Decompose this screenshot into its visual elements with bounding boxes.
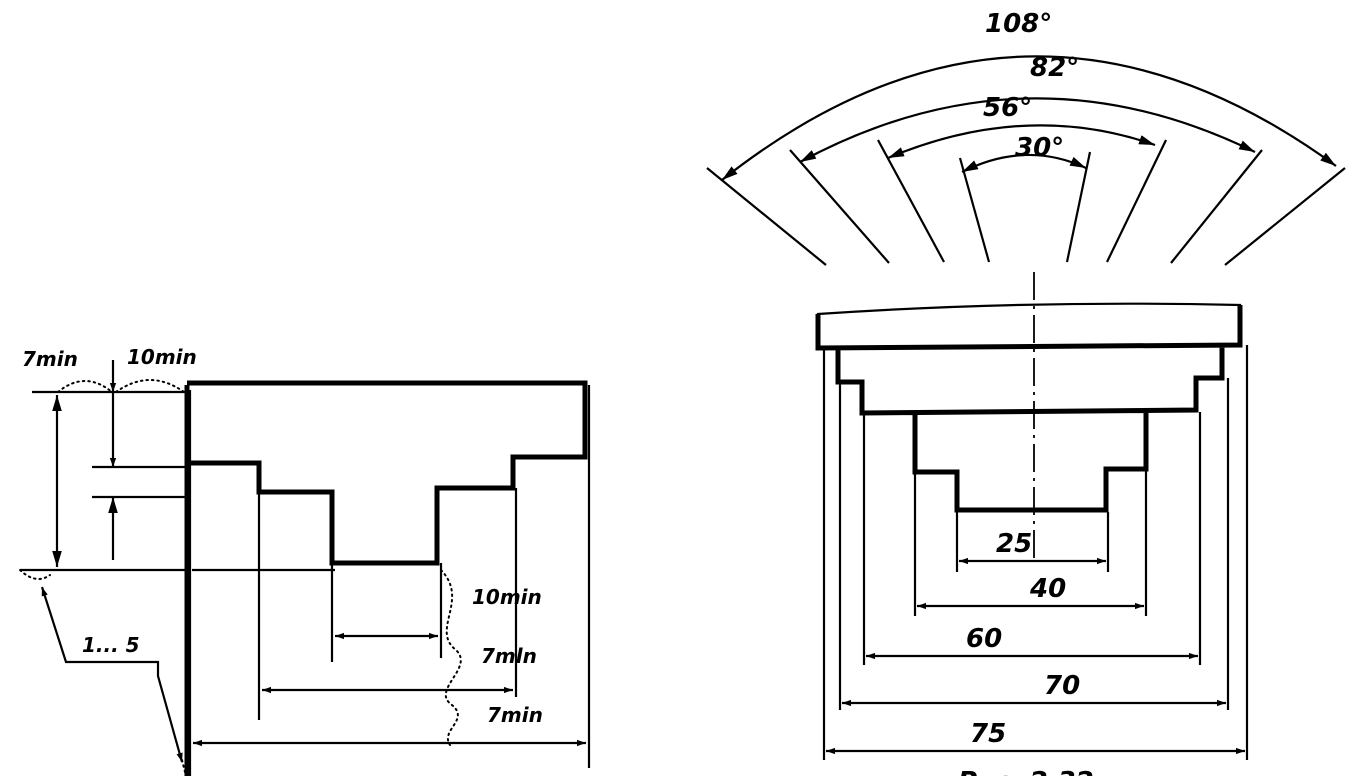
range-leader (40, 586, 184, 763)
top-plate (816, 302, 1242, 348)
label-right-top: 10min (472, 585, 542, 609)
left-outer-profile (184, 380, 588, 776)
width-label-75: 75 (970, 719, 1006, 749)
label-right-mid: 7mln (481, 644, 537, 668)
width-label-25: 25 (996, 529, 1032, 559)
width-dimensions (826, 557, 1245, 755)
width-label-70: 70 (1044, 671, 1080, 701)
label-gap-left: 7min (22, 347, 78, 371)
right-stepped-profile (815, 305, 1243, 513)
left-stepped-profile-figure: 7min 10min 1... 5 10min 7mln 7min (19, 345, 591, 776)
left-horizontal-dimensions (193, 632, 586, 747)
label-right-bottom: 7min (487, 703, 543, 727)
angle-label-82: 82° (1030, 53, 1079, 83)
left-extension-lines (20, 385, 591, 776)
angle-label-30: 30° (1015, 133, 1064, 163)
angle-label-108: 108° (985, 9, 1052, 39)
label-gap-right: 10min (127, 345, 197, 369)
left-dotted-callouts (19, 379, 462, 776)
label-range: 1... 5 (82, 633, 140, 657)
left-vertical-dimensions (52, 360, 118, 567)
width-label-40: 40 (1029, 574, 1066, 604)
figure-caption: Рис. 2.32 (958, 767, 1094, 776)
width-label-60: 60 (966, 624, 1002, 654)
angle-label-56: 56° (983, 93, 1032, 123)
right-extension-lines (822, 345, 1249, 760)
angle-arcs (721, 55, 1337, 181)
right-profile-figure: 108° 82° 56° 30° 25 40 60 70 75 Рис. 2.3… (706, 9, 1346, 776)
